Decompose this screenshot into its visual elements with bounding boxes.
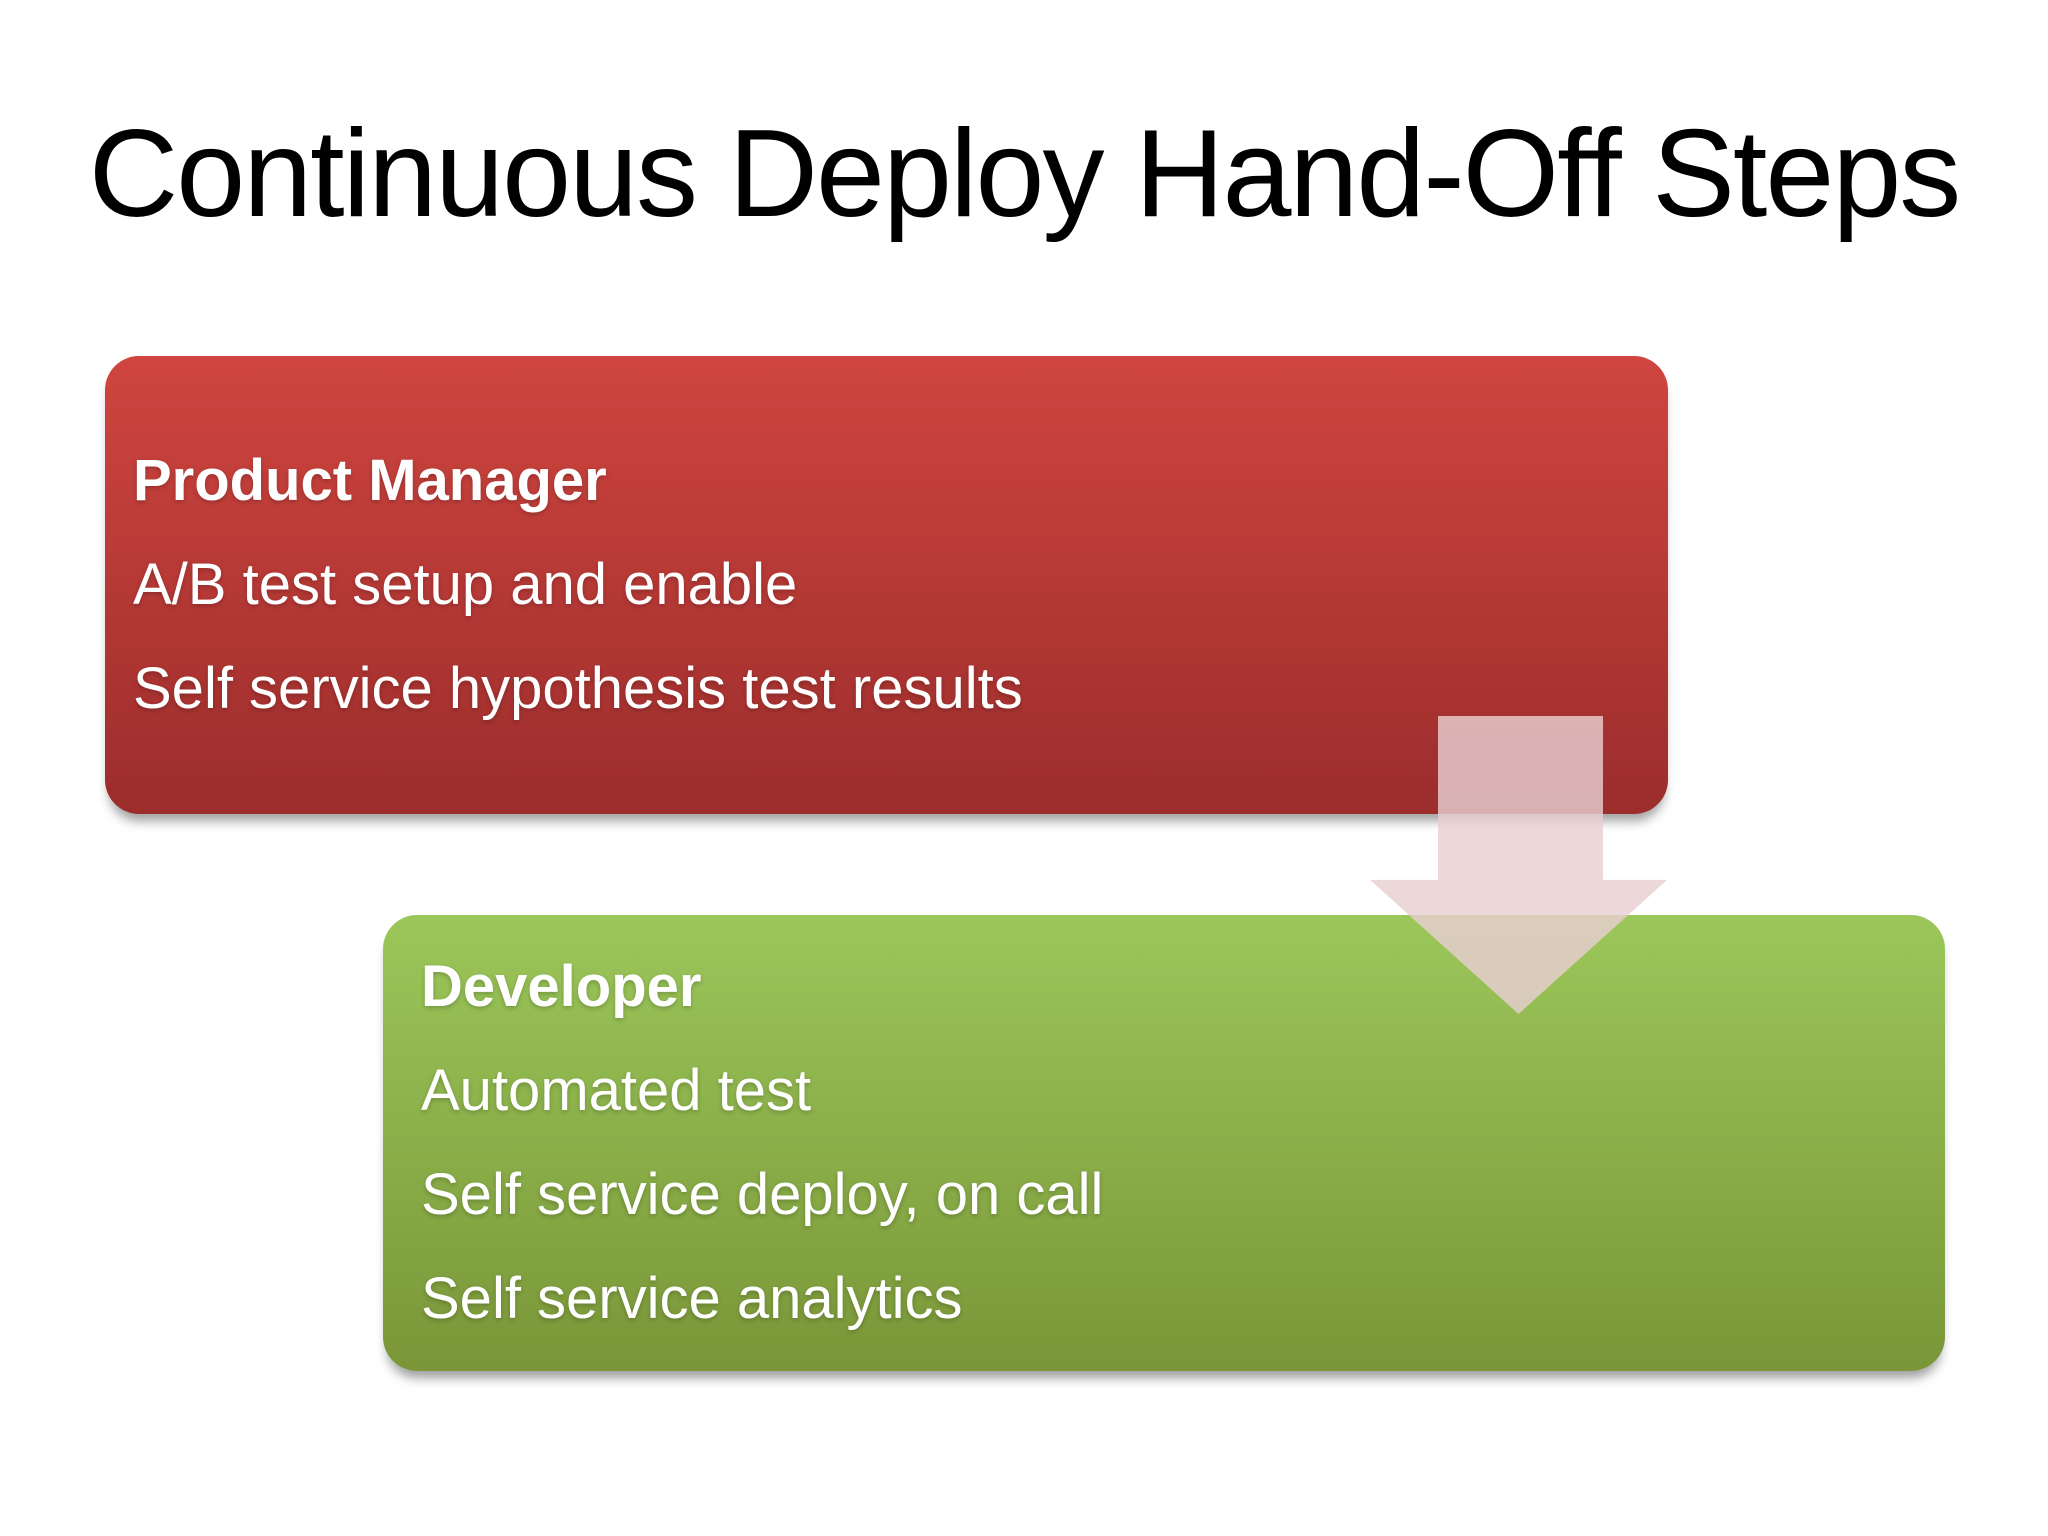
product-manager-role-label: Product Manager xyxy=(133,448,607,513)
product-manager-item: A/B test setup and enable xyxy=(133,552,798,617)
product-manager-item: Self service hypothesis test results xyxy=(133,656,1023,721)
developer-item: Self service analytics xyxy=(421,1266,963,1331)
product-manager-box: Product Manager A/B test setup and enabl… xyxy=(105,356,1668,814)
developer-item: Self service deploy, on call xyxy=(421,1162,1104,1227)
developer-item: Automated test xyxy=(421,1058,812,1123)
developer-role-label: Developer xyxy=(421,954,702,1019)
developer-box: Developer Automated test Self service de… xyxy=(383,915,1945,1371)
slide-title: Continuous Deploy Hand-Off Steps xyxy=(88,105,1962,243)
